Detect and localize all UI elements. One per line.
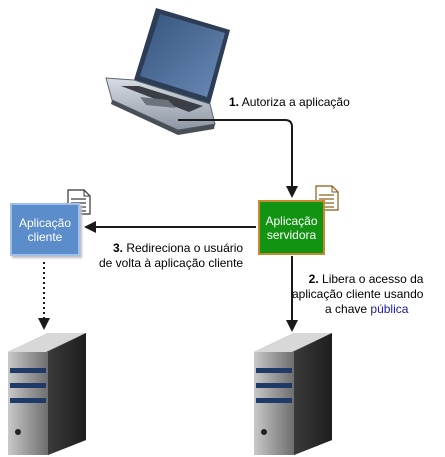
connector-step1 bbox=[178, 119, 298, 198]
connector-client-server bbox=[38, 262, 50, 330]
client-server-icon bbox=[8, 333, 86, 455]
server-app-node: Aplicação servidora bbox=[258, 200, 325, 255]
step2-label: 2. Libera o acesso da aplicação cliente … bbox=[292, 272, 423, 317]
server-app-line2: servidora bbox=[266, 227, 317, 242]
server-app-line1: Aplicação bbox=[265, 213, 318, 228]
connector-step3 bbox=[84, 221, 256, 233]
step1-label: 1. Autoriza a aplicação bbox=[229, 95, 350, 110]
step3-line2: de volta à aplicação cliente bbox=[99, 256, 244, 270]
step3-number: 3. bbox=[112, 241, 123, 255]
step2-line2: aplicação cliente usando bbox=[292, 287, 424, 301]
step3-line1: Redireciona o usuário bbox=[126, 241, 244, 255]
step2-line1: Libera o acesso da bbox=[322, 272, 424, 286]
resource-server-icon bbox=[254, 333, 332, 455]
step2-number: 2. bbox=[308, 272, 319, 286]
step2-line3-highlight: pública bbox=[370, 302, 409, 316]
client-app-node: Aplicação cliente bbox=[10, 203, 80, 256]
client-app-line1: Aplicação bbox=[18, 215, 72, 230]
connector-step2 bbox=[286, 256, 298, 332]
step2-line3-prefix: a chave bbox=[325, 302, 368, 316]
step3-label: 3. Redireciona o usuário de volta à apli… bbox=[99, 241, 243, 271]
laptop-icon bbox=[105, 8, 230, 135]
client-app-line2: cliente bbox=[27, 229, 63, 244]
step1-text: Autoriza a aplicação bbox=[241, 95, 350, 109]
step1-number: 1. bbox=[229, 95, 240, 109]
